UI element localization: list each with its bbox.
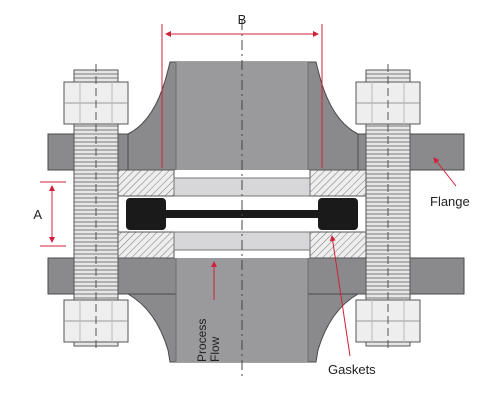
dimension-a: A [33,181,66,247]
gaskets-callout: Gaskets [328,235,376,377]
dimension-a-label: A [33,207,42,222]
process-flow-callout: Process Flow [195,261,222,362]
gasket-left [126,198,166,230]
dimension-b-label: B [238,12,247,27]
right-stud-bolt [355,64,421,352]
gaskets-label: Gaskets [328,362,376,377]
left-stud-bolt [63,64,129,352]
flange-label: Flange [430,194,470,209]
dimension-b: B [161,12,323,168]
gasket-right [318,198,358,230]
flange-callout: Flange [430,157,470,209]
process-flow-label-line2: Flow [208,336,222,362]
process-flow-label-line1: Process [195,319,209,362]
